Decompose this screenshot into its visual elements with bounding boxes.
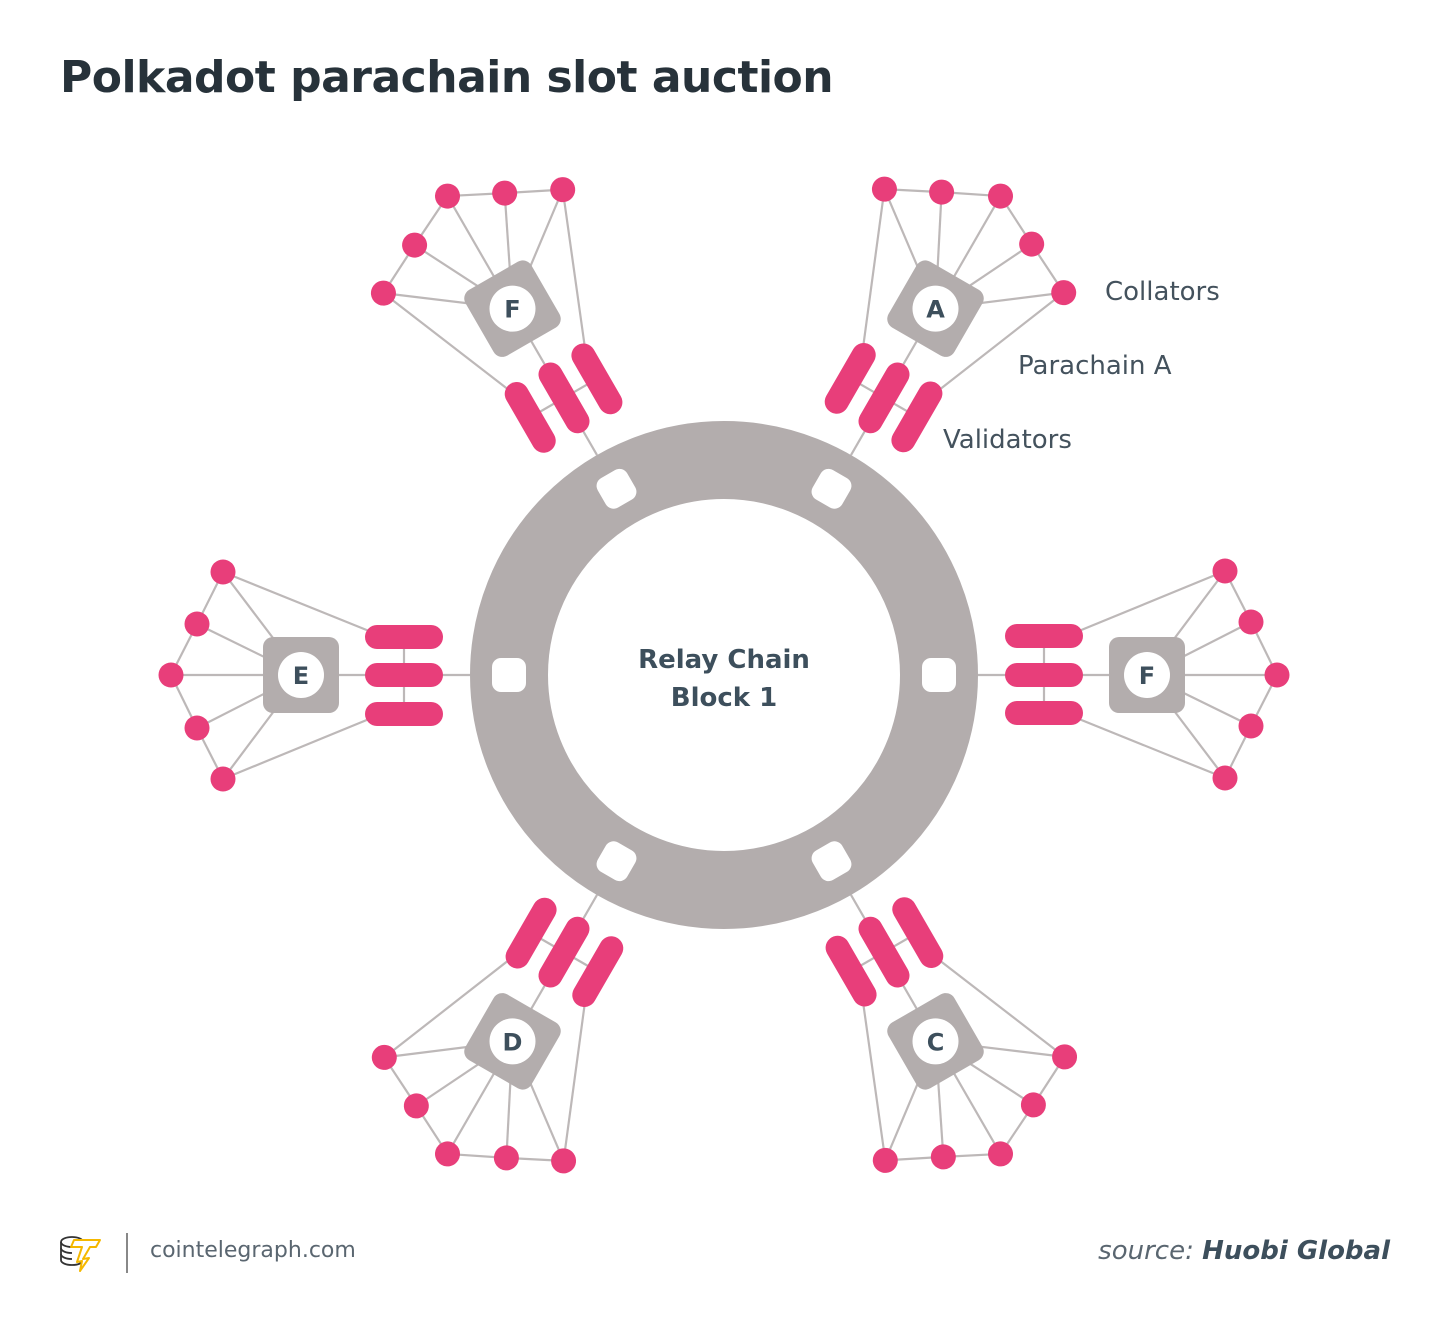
collator-node bbox=[1212, 558, 1238, 584]
collator-node bbox=[1212, 765, 1238, 791]
parachain-badge bbox=[912, 1018, 959, 1065]
validator-node bbox=[504, 381, 556, 453]
cointelegraph-logo-icon bbox=[60, 1236, 101, 1272]
page-title: Polkadot parachain slot auction bbox=[60, 52, 834, 103]
parachain-letter: F bbox=[504, 296, 520, 324]
validator-node bbox=[824, 342, 876, 414]
connection-line bbox=[562, 998, 587, 1162]
parachain-badge bbox=[489, 1018, 536, 1065]
footer-site-link[interactable]: cointelegraph.com bbox=[150, 1238, 356, 1263]
collator-node bbox=[184, 611, 210, 637]
collator-node bbox=[184, 715, 210, 741]
validator-node bbox=[892, 897, 944, 969]
collator-node bbox=[403, 1093, 429, 1119]
validator-node bbox=[365, 702, 443, 726]
relay-slot bbox=[596, 841, 637, 882]
validator-node bbox=[1005, 701, 1083, 725]
connection-line bbox=[934, 291, 1065, 394]
collator-node bbox=[371, 1044, 397, 1070]
collator-node bbox=[210, 559, 236, 585]
validator-node bbox=[891, 381, 943, 453]
collator-node bbox=[1051, 280, 1077, 306]
parachain-badge bbox=[1124, 652, 1170, 698]
relay-chain-label-line2: Block 1 bbox=[671, 683, 777, 713]
collator-node bbox=[1019, 231, 1045, 257]
source-name: Huobi Global bbox=[1202, 1236, 1390, 1266]
validator-node bbox=[538, 916, 590, 988]
collator-node bbox=[929, 179, 955, 205]
relay-slot bbox=[596, 468, 637, 509]
collator-node bbox=[988, 183, 1013, 209]
parachain-letter: D bbox=[503, 1028, 523, 1056]
parachain-letter: E bbox=[293, 662, 309, 690]
relay-chain-label-line1: Relay Chain bbox=[638, 645, 810, 675]
collator-node bbox=[1238, 609, 1264, 635]
validator-node bbox=[505, 897, 557, 969]
parachain-badge bbox=[912, 285, 959, 332]
validator-node bbox=[365, 625, 443, 649]
relay-chain-ring bbox=[470, 421, 978, 929]
collator-node bbox=[435, 183, 461, 209]
collator-node bbox=[370, 280, 396, 306]
collator-node bbox=[872, 1147, 898, 1173]
parachain-cluster bbox=[158, 559, 470, 792]
connection-line bbox=[1073, 715, 1226, 780]
footer-divider bbox=[126, 1233, 128, 1273]
collator-node bbox=[493, 1145, 519, 1171]
relay-slot bbox=[922, 658, 956, 692]
collator-node bbox=[988, 1141, 1013, 1167]
connection-line bbox=[1073, 569, 1226, 635]
validator-node bbox=[858, 362, 910, 434]
collator-node bbox=[1020, 1092, 1046, 1118]
parachain-letter: F bbox=[1139, 662, 1155, 690]
validator-node bbox=[571, 343, 623, 415]
validator-node bbox=[1005, 663, 1083, 687]
validators-annotation: Validators bbox=[943, 425, 1072, 455]
parachain-letter: C bbox=[927, 1028, 945, 1056]
parachain-badge bbox=[278, 652, 324, 698]
source-credit: source: Huobi Global bbox=[1098, 1236, 1390, 1266]
parachain-annotation: Parachain A bbox=[1018, 351, 1172, 381]
validator-node bbox=[858, 916, 910, 988]
relay-slot bbox=[811, 841, 852, 882]
connection-line bbox=[934, 956, 1066, 1058]
connection-line bbox=[222, 715, 375, 781]
validator-node bbox=[365, 663, 443, 687]
connection-line bbox=[561, 189, 587, 352]
collator-node bbox=[550, 177, 576, 203]
connection-line bbox=[861, 998, 887, 1161]
validator-node bbox=[538, 362, 590, 434]
collator-node bbox=[402, 232, 428, 258]
collator-node bbox=[1052, 1044, 1078, 1070]
collator-node bbox=[158, 662, 184, 688]
collator-node bbox=[492, 180, 518, 206]
connection-line bbox=[383, 956, 514, 1059]
parachain-cluster bbox=[370, 177, 623, 456]
source-prefix: source: bbox=[1098, 1236, 1194, 1266]
validator-node bbox=[825, 935, 877, 1007]
collator-node bbox=[930, 1144, 956, 1170]
relay-slot bbox=[811, 468, 852, 509]
collator-node bbox=[551, 1148, 577, 1174]
collator-node bbox=[1264, 662, 1290, 688]
validator-node bbox=[1005, 624, 1083, 648]
collators-annotation: Collators bbox=[1105, 277, 1220, 307]
connection-line bbox=[861, 188, 886, 352]
validator-node bbox=[572, 936, 624, 1008]
parachain-letter: A bbox=[926, 296, 945, 324]
parachain-cluster bbox=[978, 558, 1290, 791]
collator-node bbox=[210, 766, 236, 792]
collator-node bbox=[871, 176, 897, 202]
collator-node bbox=[1238, 713, 1264, 739]
connection-line bbox=[382, 292, 514, 394]
parachain-cluster bbox=[825, 894, 1078, 1173]
collator-node bbox=[435, 1141, 461, 1167]
parachain-badge bbox=[489, 285, 536, 332]
connection-line bbox=[222, 570, 375, 635]
relay-slot bbox=[492, 658, 526, 692]
